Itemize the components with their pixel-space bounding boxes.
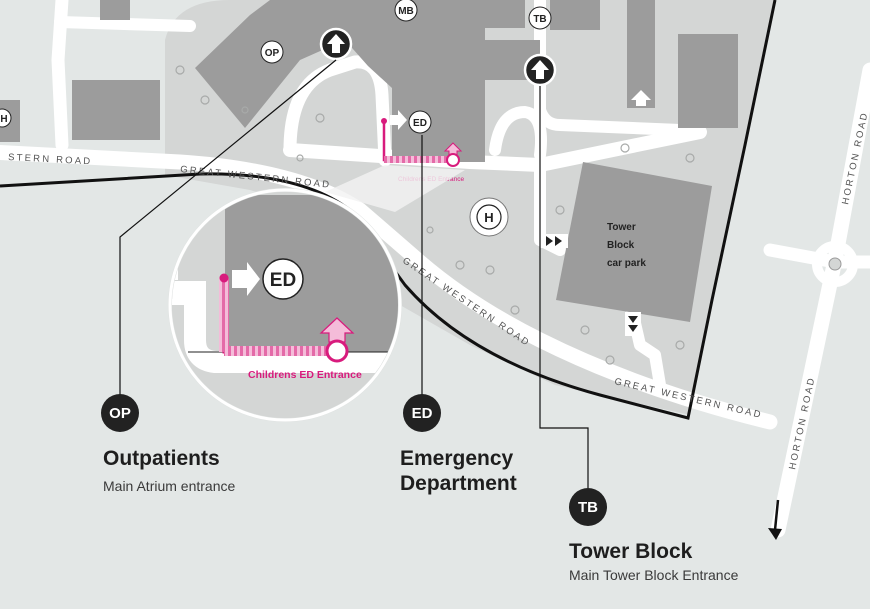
emergency-title-line1: Emergency [400, 447, 514, 470]
car-park-entry-arrows-icon [540, 234, 568, 248]
building-label-mb: MB [394, 0, 418, 22]
horton-road-direction-arrow-icon [768, 499, 782, 540]
building-west [72, 80, 160, 140]
svg-text:OP: OP [265, 48, 280, 59]
svg-text:H: H [0, 114, 7, 125]
roundabout-centre [828, 257, 842, 271]
building-top-left [100, 0, 130, 20]
tb-building-top [550, 0, 600, 30]
main-block [345, 0, 485, 162]
leader-line-op [119, 59, 337, 395]
atrium-drive [283, 55, 392, 167]
hospital-grounds [165, 0, 775, 415]
outpatients-badge: OP [101, 394, 139, 432]
childrens-ed-route-dashed [384, 156, 452, 163]
svg-text:ED: ED [270, 270, 296, 291]
tower-block-car-park [556, 162, 712, 322]
building-label-tb: TB [528, 6, 552, 30]
east-block [678, 34, 738, 128]
site-road [283, 125, 707, 172]
entrance-arrow-icon-tb [523, 53, 557, 87]
building-label-left-edge: H [0, 108, 12, 128]
inset-entrance-marker [325, 339, 349, 363]
inset-ed-arrow-icon [232, 262, 260, 296]
outpatients-title: Outpatients [103, 447, 220, 470]
svg-text:H: H [484, 210, 493, 225]
top-access-road [54, 16, 196, 32]
callout-leader-lines [119, 59, 589, 488]
inset-route-dashed-vertical [219, 278, 229, 352]
car-park-label-line2: Block [607, 240, 635, 251]
main-block-east [485, 0, 525, 28]
site-boundary-south [0, 0, 777, 420]
svg-text:ED: ED [413, 118, 427, 129]
car-park-label-line3: car park [607, 258, 646, 269]
car-park-exit-arrows-icon [625, 312, 641, 336]
inset-ed-label: ED [262, 258, 304, 300]
car-park-label-line1: Tower [607, 222, 636, 233]
helipad-icon: H [469, 197, 509, 237]
entrance-arrow-icon-east-block [631, 90, 651, 106]
buildings [0, 0, 738, 322]
inset-entrance-label: Childrens ED Entrance [248, 369, 362, 381]
entrance-arrow-icon-op [319, 27, 353, 61]
zoom-beam [325, 165, 465, 212]
tower-block-title: Tower Block [569, 540, 693, 563]
outpatients-building [195, 0, 345, 128]
childrens-entrance-marker [446, 153, 460, 167]
emergency-title-line2: Department [400, 472, 517, 495]
inset-route-dashed [224, 346, 334, 356]
svg-text:MB: MB [398, 6, 414, 17]
emergency-badge: ED [403, 394, 441, 432]
route-start-dot [381, 118, 387, 124]
tower-block-badge: TB [569, 488, 607, 526]
outpatients-subtitle: Main Atrium entrance [103, 478, 236, 494]
inner-loop [489, 106, 547, 161]
leader-line-tb [539, 86, 589, 488]
roundabout [812, 241, 858, 287]
building-label-ed: ED [408, 110, 432, 134]
building-label-op: OP [260, 40, 284, 64]
ed-arrow-icon [390, 110, 407, 130]
svg-text:TB: TB [533, 14, 546, 25]
tree-icons [175, 65, 695, 365]
tower-block-subtitle: Main Tower Block Entrance [569, 567, 739, 583]
inset-route-start-dot [219, 273, 229, 283]
great-western-road-label-west: STERN ROAD [8, 152, 93, 167]
